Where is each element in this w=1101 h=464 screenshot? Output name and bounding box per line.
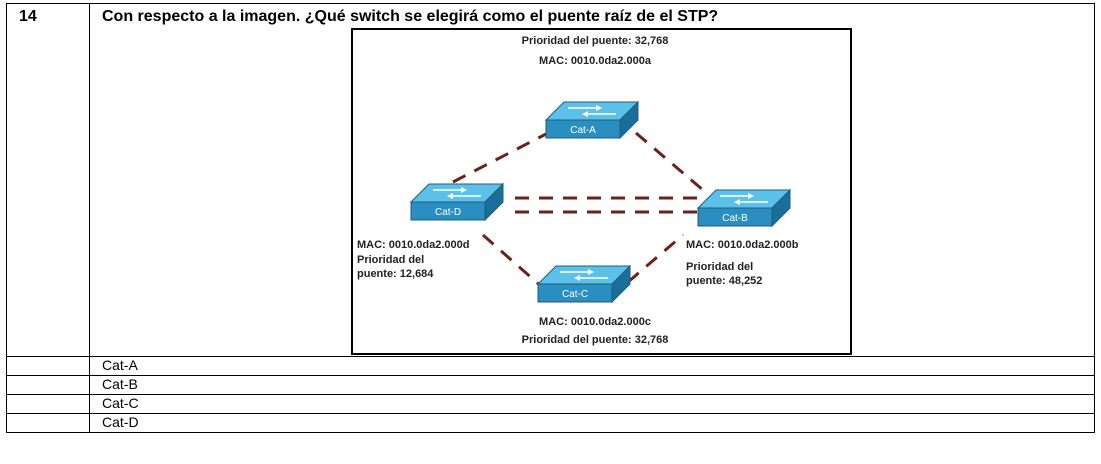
cat-b-priority-2: puente: 48,252 [686,275,762,287]
option-cat-b[interactable]: Cat-B [89,375,1095,395]
question-number: 14 [6,3,90,357]
option-cat-d[interactable]: Cat-D [89,413,1095,433]
link-a-b [635,131,704,192]
stp-network-diagram: Cat-A Cat-D Cat-B Cat-C Pr [351,28,852,355]
cat-b-mac: MAC: 0010.0da2.000b [686,239,799,251]
cat-a-mac: MAC: 0010.0da2.000a [539,55,652,67]
option-marker-cell [6,356,90,376]
option-cat-a[interactable]: Cat-A [89,356,1095,376]
question-cell: Con respecto a la imagen. ¿Qué switch se… [89,3,1095,357]
link-c-b [627,233,684,284]
link-d-c [482,233,544,290]
switch-cat-d-label: Cat-D [435,207,461,218]
cat-c-priority: Prioridad del puente: 32,768 [522,334,669,346]
switch-cat-c: Cat-C [537,265,631,303]
switch-cat-b: Cat-B [697,189,791,227]
switch-cat-a-label: Cat-A [570,125,596,136]
switch-cat-c-label: Cat-C [562,289,588,300]
switch-cat-d: Cat-D [410,183,504,221]
option-row[interactable]: Cat-B [6,375,1095,395]
link-lines [452,131,704,290]
option-row[interactable]: Cat-D [6,413,1095,433]
cat-a-priority: Prioridad del puente: 32,768 [522,35,669,47]
cat-d-priority-1: Prioridad del [357,254,424,266]
switch-cat-b-label: Cat-B [722,213,748,224]
switch-cat-a: Cat-A [545,101,639,139]
question-text: Con respecto a la imagen. ¿Qué switch se… [102,8,719,25]
cat-c-mac: MAC: 0010.0da2.000c [539,316,651,328]
cat-d-mac: MAC: 0010.0da2.000d [357,239,470,251]
cat-d-priority-2: puente: 12,684 [357,268,434,280]
cat-b-priority-1: Prioridad del [686,261,753,273]
option-cat-c[interactable]: Cat-C [89,394,1095,414]
option-marker-cell [6,375,90,395]
option-marker-cell [6,413,90,433]
link-d-a [452,131,549,184]
option-row[interactable]: Cat-A [6,356,1095,376]
option-row[interactable]: Cat-C [6,394,1095,414]
option-marker-cell [6,394,90,414]
question-row: 14 Con respecto a la imagen. ¿Qué switch… [6,3,1095,357]
question-table: 14 Con respecto a la imagen. ¿Qué switch… [6,3,1095,433]
